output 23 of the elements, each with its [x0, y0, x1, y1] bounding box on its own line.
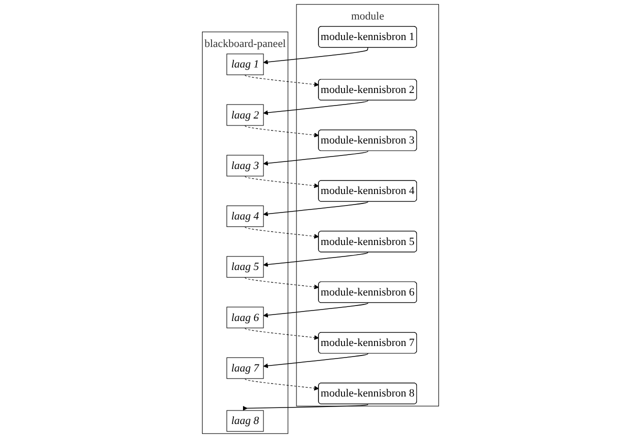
- arrow: [263, 100, 368, 116]
- arrow: [263, 150, 368, 166]
- node-box: laag 4: [226, 206, 264, 227]
- arrow: [263, 47, 368, 64]
- arrow: [244, 277, 319, 290]
- arrow: [263, 302, 368, 318]
- node-box: laag 5: [226, 256, 264, 278]
- node-box: laag 2: [226, 104, 264, 126]
- node-box: laag 8: [226, 410, 264, 432]
- arrow: [244, 125, 319, 138]
- arrow: [244, 378, 319, 391]
- arrow: [244, 74, 319, 87]
- arrow: [244, 176, 319, 188]
- arrow: [263, 353, 368, 368]
- arrow: [244, 328, 319, 340]
- arrow: [242, 404, 368, 411]
- node-box: laag 7: [226, 357, 264, 379]
- node-box: laag 6: [226, 306, 264, 328]
- node-box: laag 1: [226, 54, 264, 76]
- arrow: [244, 226, 319, 239]
- arrow: [263, 201, 368, 216]
- arrow: [263, 252, 368, 267]
- node-box: laag 3: [226, 154, 264, 176]
